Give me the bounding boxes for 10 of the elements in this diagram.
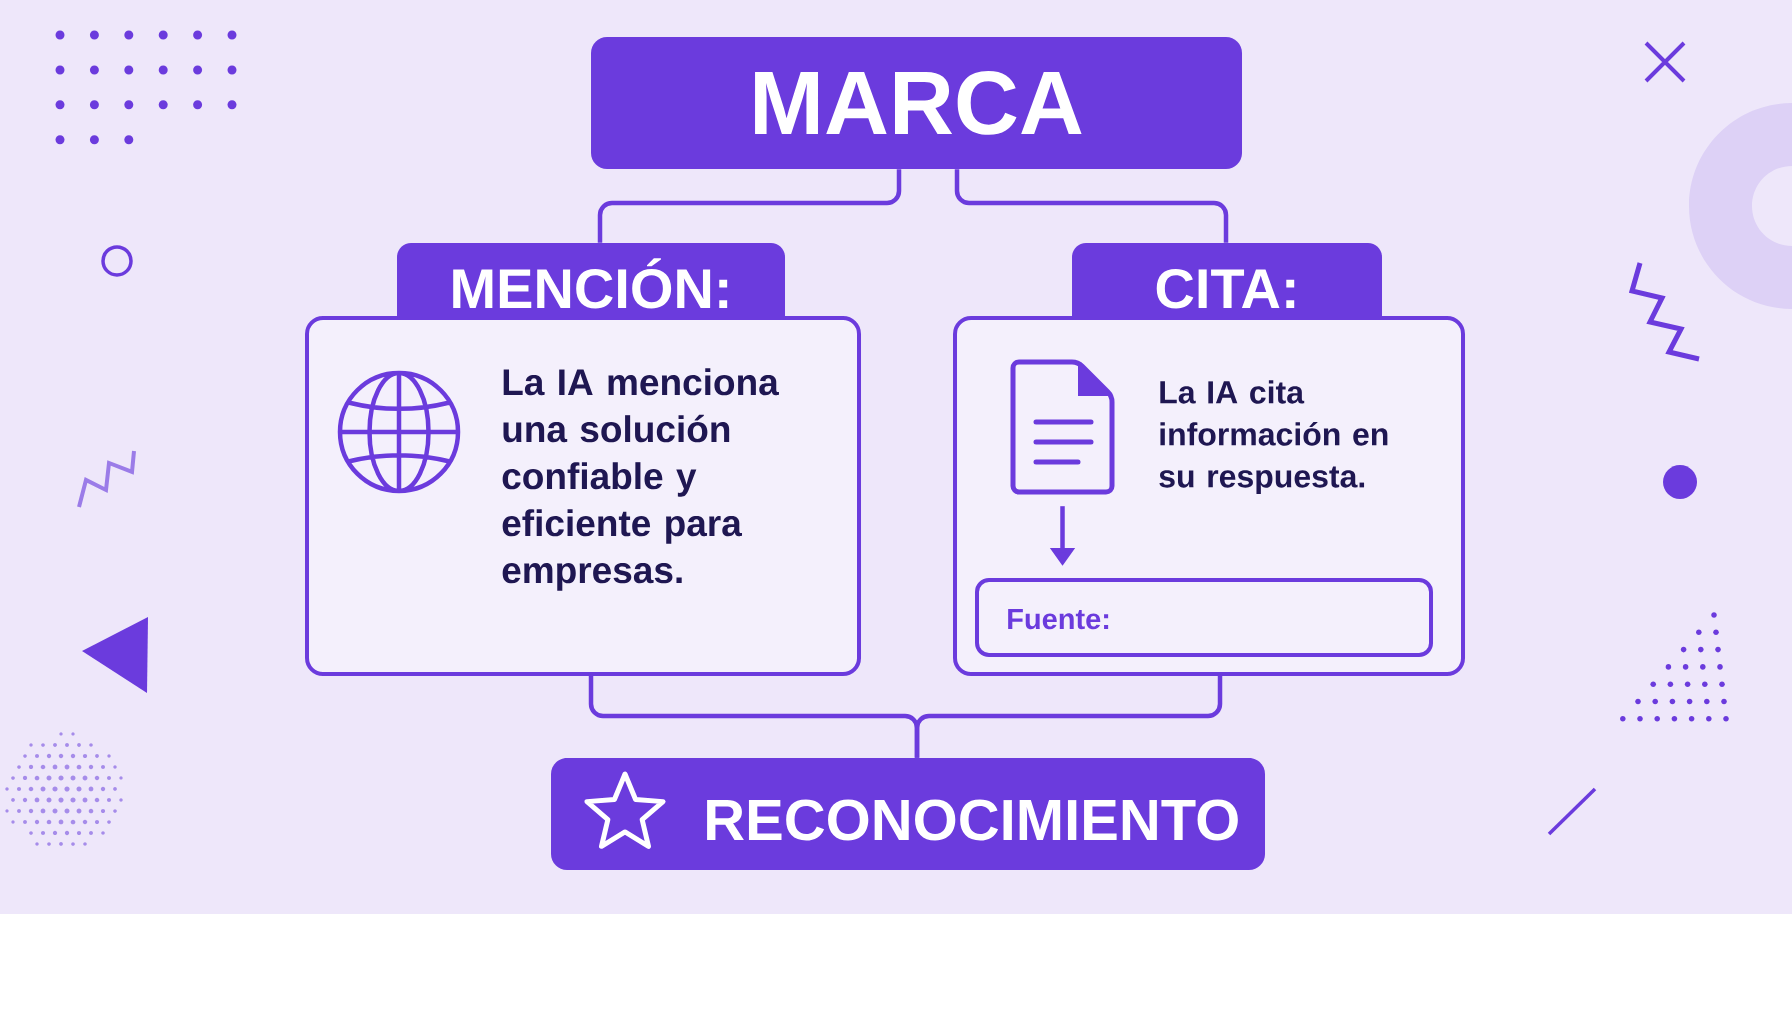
connector-line	[914, 674, 1223, 758]
source-box: Fuente:	[975, 578, 1433, 657]
document-icon	[1010, 359, 1115, 495]
connector-line	[954, 169, 1229, 243]
result-box: RECONOCIMIENTO	[551, 758, 1265, 870]
heading-tab: CITA:	[1072, 243, 1382, 320]
text-panel: La IA menciona una solución confiable y eficiente para empresas.	[305, 316, 861, 676]
connector-line	[597, 169, 902, 243]
heading-tab: MENCIÓN:	[397, 243, 785, 320]
title-box: MARCA	[591, 37, 1242, 169]
